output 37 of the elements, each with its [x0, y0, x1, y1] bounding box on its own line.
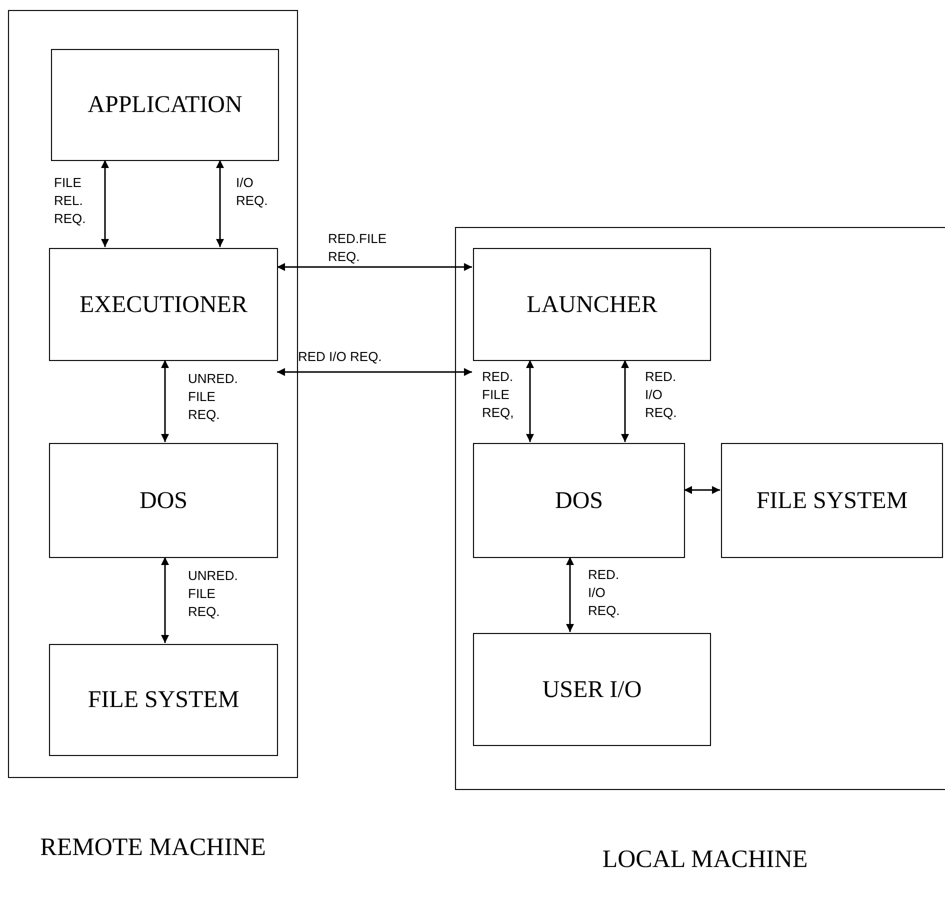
process-box	[49, 248, 278, 361]
double-arrow	[621, 360, 629, 442]
double-arrow	[161, 360, 169, 442]
edge-label: UNRED. FILE REQ.	[188, 567, 239, 621]
double-arrow	[161, 557, 169, 643]
box-label: LAUNCHER	[526, 290, 658, 320]
process-box	[49, 443, 278, 558]
double-arrow	[277, 368, 472, 376]
process-box	[721, 443, 943, 558]
process-box	[49, 644, 278, 756]
edge-label: I/O REQ.	[236, 174, 269, 210]
box-label: FILE SYSTEM	[88, 686, 240, 715]
edge-label: RED I/O REQ.	[298, 348, 383, 366]
process-box	[473, 443, 685, 558]
box-label: EXECUTIONER	[80, 290, 248, 320]
process-box	[51, 49, 279, 161]
double-arrow	[566, 557, 574, 632]
process-box	[473, 248, 711, 361]
box-label: DOS	[139, 486, 188, 516]
double-arrow	[526, 360, 534, 442]
edge-label: FILE REL. REQ.	[54, 174, 87, 228]
edge-label: RED. I/O REQ.	[645, 368, 678, 422]
edge-label: RED. FILE REQ,	[482, 368, 515, 422]
process-box	[473, 633, 711, 746]
box-label: USER I/O	[542, 676, 642, 704]
machine-label: LOCAL MACHINE	[602, 845, 808, 875]
edge-label: RED.FILE REQ.	[328, 230, 388, 266]
double-arrow	[277, 263, 472, 271]
machine-label: REMOTE MACHINE	[40, 833, 266, 863]
double-arrow	[101, 160, 109, 247]
edge-label: UNRED. FILE REQ.	[188, 370, 239, 424]
edge-label: RED. I/O REQ.	[588, 566, 621, 620]
double-arrow	[216, 160, 224, 247]
box-label: FILE SYSTEM	[756, 486, 908, 516]
box-label: APPLICATION	[88, 91, 242, 120]
double-arrow	[684, 486, 720, 494]
box-label: DOS	[554, 486, 603, 516]
